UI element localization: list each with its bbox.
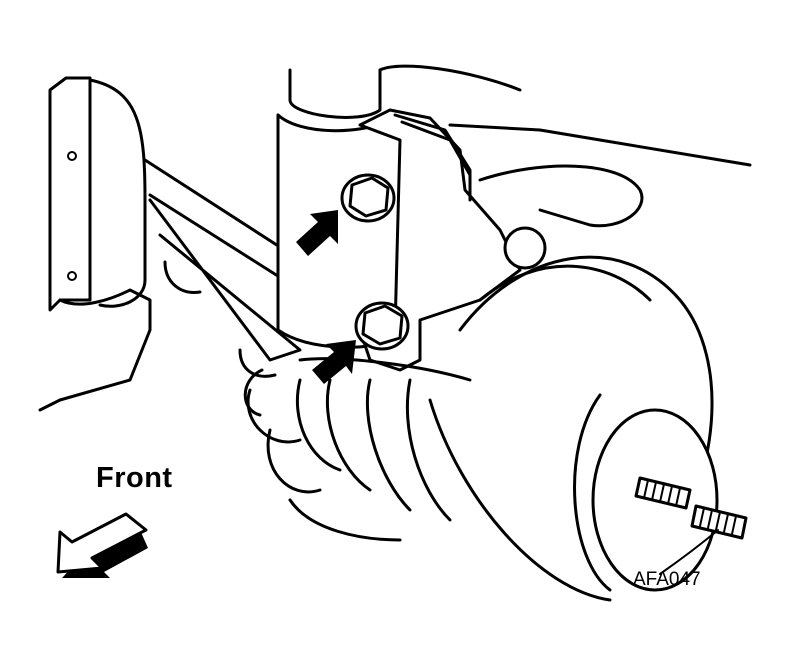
front-direction-arrow-icon [56, 512, 148, 578]
steering-knuckle [358, 108, 547, 372]
lower-strut-bolt [354, 301, 410, 351]
tie-rod-end [503, 226, 547, 270]
wheel-stud [690, 504, 748, 540]
figure-code-leader [659, 529, 719, 575]
figure-code: AFA047 [633, 569, 701, 590]
upper-frame [378, 64, 752, 228]
upper-strut-bolt [340, 173, 396, 223]
brake-rotor [428, 255, 719, 602]
strut-assembly [276, 68, 402, 349]
wheel-stud [634, 476, 692, 510]
panel-hole [67, 151, 77, 161]
panel-hole [67, 271, 77, 281]
body-panel [38, 76, 152, 412]
pointer-arrow-icon [312, 340, 356, 384]
pointer-arrow-icon [296, 210, 338, 256]
cv-boot [243, 357, 472, 542]
front-direction-label: Front [96, 462, 173, 494]
